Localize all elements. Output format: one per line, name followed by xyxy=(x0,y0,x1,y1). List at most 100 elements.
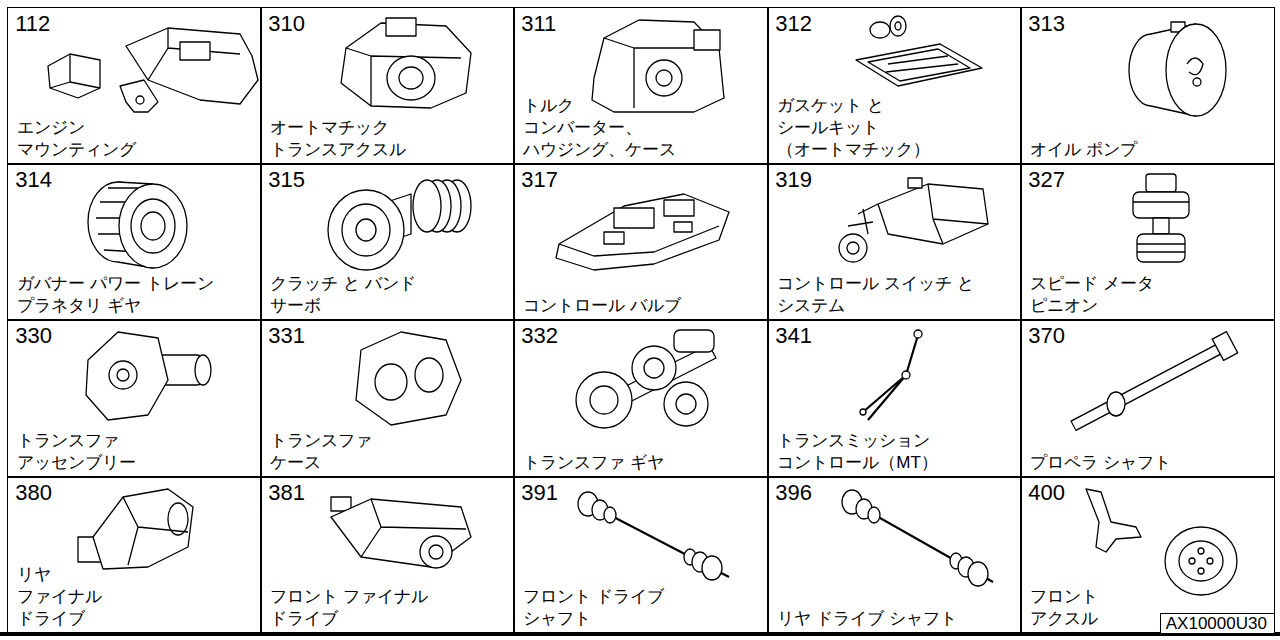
engine-mount-art xyxy=(48,28,258,112)
catalog-cell: 370プロペラ シャフト xyxy=(1020,319,1275,478)
oil-pump-art xyxy=(1193,78,1201,86)
catalog-cell: 341 トランスミッション コントロール（MT） xyxy=(767,319,1022,478)
catalog-cell: 330トランスファ アッセンブリー xyxy=(7,319,262,478)
rear-final-drive-art xyxy=(93,489,193,569)
catalog-cell: 317 コントロール バルブ xyxy=(513,163,769,321)
part-name: トランスミッション コントロール（MT） xyxy=(777,430,947,474)
control-switch-art xyxy=(878,184,988,244)
control-switch-art xyxy=(839,234,867,262)
transfer-assembly-art xyxy=(109,361,137,389)
catalog-cell: 112 エンジン マウンティング xyxy=(7,7,262,165)
planetary-gear-art xyxy=(88,182,187,268)
engine-mount-art xyxy=(48,54,100,98)
catalog-cell: 312ガスケット と シールキット （オートマチック） xyxy=(767,7,1022,165)
catalog-cell: 310オートマチック トランスアクスル xyxy=(260,7,515,165)
part-name: トランスファ アッセンブリー xyxy=(17,430,145,474)
propeller-shaft-art xyxy=(1074,349,1220,426)
part-name: ガスケット と シールキット （オートマチック） xyxy=(777,95,947,161)
engine-mount-art xyxy=(136,96,144,104)
part-name: トルク コンバーター、 ハウジング、ケース xyxy=(523,95,693,161)
rear-drive-shaft-art xyxy=(842,490,993,586)
transfer-assembly-art xyxy=(86,332,168,420)
front-drive-shaft-art xyxy=(578,492,729,580)
part-name: トランスファ ケース xyxy=(270,430,381,474)
transfer-case-art xyxy=(375,364,407,400)
transfer-gear-art xyxy=(590,386,618,414)
part-number: 317 xyxy=(521,167,558,193)
part-name: フロント ドライブ シャフト xyxy=(523,586,676,630)
part-name: スピード メータ ピニオン xyxy=(1030,273,1166,317)
transfer-case-art xyxy=(356,332,461,425)
control-switch-art xyxy=(908,178,922,188)
engine-mount-art xyxy=(180,42,210,60)
part-name: コントロール スイッチ と システム xyxy=(777,273,990,317)
part-name: リヤ ファイナル ドライブ xyxy=(17,564,136,630)
transfer-gear-art xyxy=(644,358,664,378)
pinion-art xyxy=(1133,192,1189,218)
transfer-gear-art xyxy=(632,346,676,390)
part-number: 391 xyxy=(521,480,558,506)
control-valve-art xyxy=(664,200,694,216)
part-name: プロペラ シャフト xyxy=(1030,452,1234,474)
clutch-art xyxy=(356,219,376,241)
part-name: オートマチック トランスアクスル xyxy=(270,117,415,161)
transfer-gear-art xyxy=(676,394,696,414)
transfer-assembly-art xyxy=(195,355,211,385)
clutch-art xyxy=(413,180,441,232)
part-name: リヤ ドライブ シャフト xyxy=(777,608,981,630)
front-axle-art xyxy=(1189,558,1195,564)
gasket-art xyxy=(895,22,901,30)
engine-mount-art xyxy=(50,54,100,88)
pinion-art xyxy=(1133,202,1189,252)
gasket-art xyxy=(868,49,970,81)
control-valve-art xyxy=(556,194,729,270)
part-number: 314 xyxy=(15,167,52,193)
oil-pump-art xyxy=(1129,22,1226,116)
oil-pump-art xyxy=(1166,24,1226,116)
propeller-shaft-art xyxy=(1073,348,1221,426)
propeller-shaft-art xyxy=(1212,332,1237,361)
front-axle-art xyxy=(1165,527,1237,595)
control-valve-art xyxy=(559,226,719,256)
front-axle-art xyxy=(1086,489,1141,552)
part-name: オイル ポンプ xyxy=(1030,139,1234,161)
front-drive-shaft-art xyxy=(604,507,616,523)
front-final-drive-art xyxy=(420,536,452,568)
part-name: エンジン マウンティング xyxy=(17,117,145,161)
gasket-art xyxy=(856,16,982,86)
converter-housing-art xyxy=(592,20,724,112)
drawing-code: AX10000U30 xyxy=(1161,614,1274,633)
transaxle-art xyxy=(386,18,416,36)
part-name: ガバナー パワー トレーン プラネタリ ギヤ xyxy=(17,273,238,317)
shift-lever-art xyxy=(860,330,922,420)
front-axle-art xyxy=(1179,541,1223,581)
part-number: 311 xyxy=(521,11,556,37)
catalog-cell: 396 リヤ ドライブ シャフト xyxy=(767,476,1022,634)
front-drive-shaft-art xyxy=(702,556,722,580)
control-switch-art xyxy=(839,178,988,262)
transaxle-art xyxy=(399,67,423,89)
rear-final-drive-art xyxy=(123,497,188,565)
part-number: 400 xyxy=(1028,480,1065,506)
front-final-drive-art xyxy=(429,545,443,559)
catalog-cell: 400フロント アクスルAX10000U30 xyxy=(1020,476,1275,634)
clutch-art xyxy=(328,180,471,270)
planetary-gear-art xyxy=(119,184,187,268)
bottom-rule xyxy=(0,632,1280,636)
front-axle-art xyxy=(1086,489,1237,595)
converter-housing-art xyxy=(694,30,720,50)
gasket-art xyxy=(870,22,890,38)
pinion-art xyxy=(1133,174,1189,262)
part-number: 112 xyxy=(15,11,50,37)
control-switch-art xyxy=(848,184,988,244)
part-number: 396 xyxy=(775,480,812,506)
catalog-cell: 314 ガバナー パワー トレーン プラネタリ ギヤ xyxy=(7,163,262,321)
catalog-cell: 391 フロント ドライブ シャフト xyxy=(513,476,769,634)
transfer-gear-art xyxy=(674,330,714,352)
catalog-cell: 315クラッチ と バンド サーボ xyxy=(260,163,515,321)
control-valve-art xyxy=(556,194,729,270)
clutch-art xyxy=(342,204,390,256)
part-name: コントロール バルブ xyxy=(523,295,727,317)
transfer-assembly-art xyxy=(86,332,211,420)
part-number: 341 xyxy=(775,323,812,349)
